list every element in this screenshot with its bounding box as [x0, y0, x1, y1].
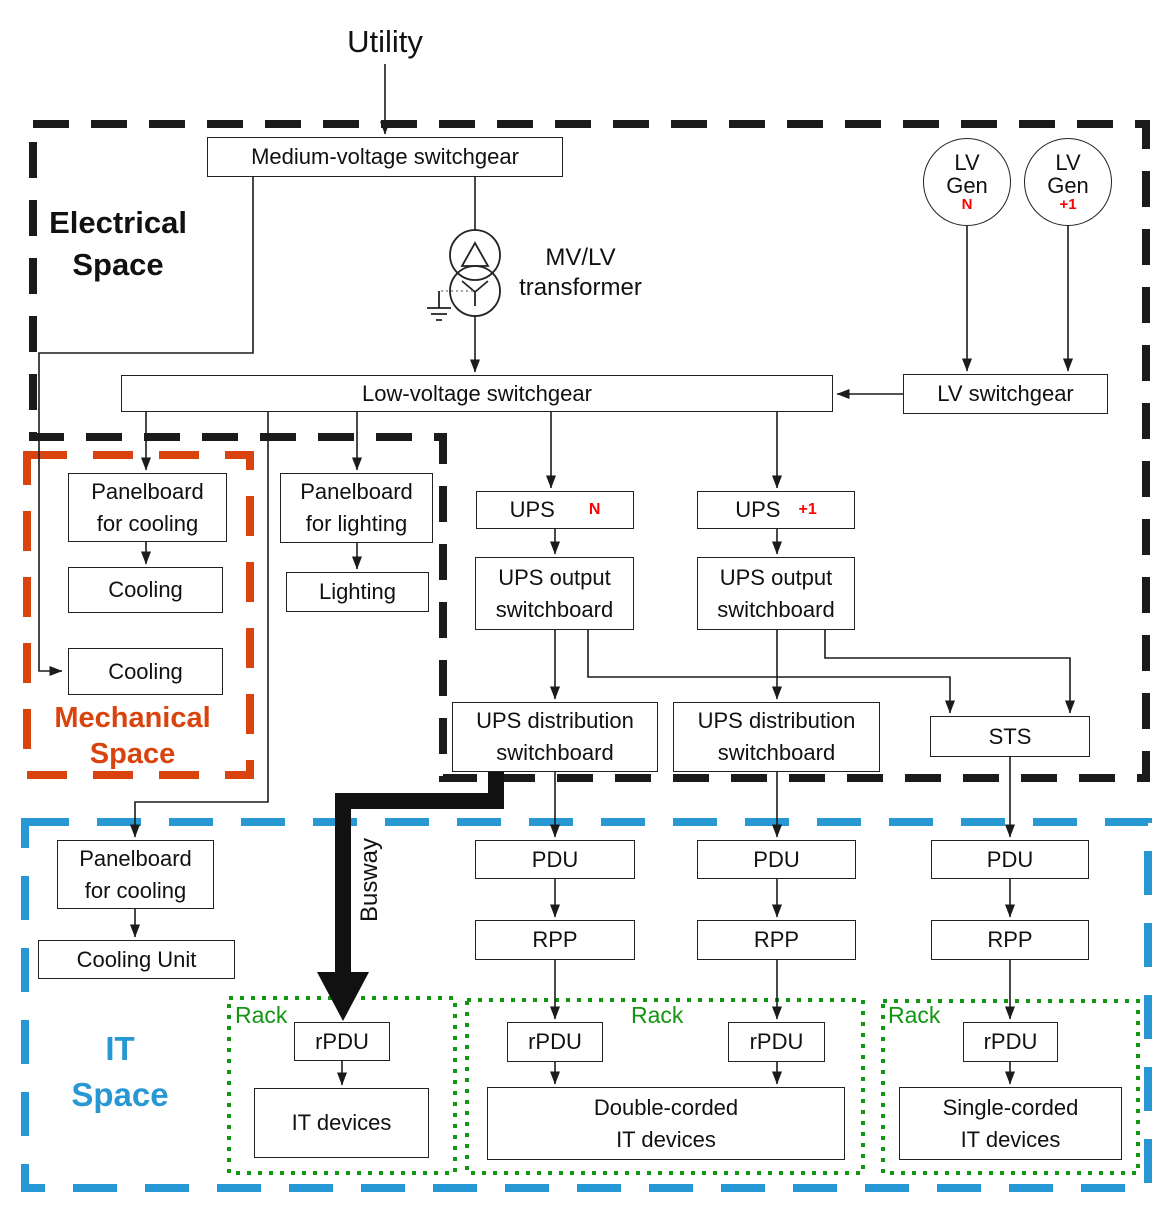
rack1-border: [227, 996, 457, 1175]
ups-distribution-switchboard-a-label: UPS distribution switchboard: [476, 708, 634, 765]
pdu2-node: PDU: [697, 840, 856, 879]
cooling-unit-label: Cooling Unit: [76, 946, 197, 972]
ups-n-label: UPS: [509, 497, 555, 523]
lv-switchgear-node: LV switchgear: [903, 374, 1108, 414]
rpp1-label: RPP: [532, 927, 578, 953]
ups-output-switchboard-a-node: UPS output switchboard: [475, 557, 634, 630]
sts-label: STS: [988, 723, 1032, 749]
rpdu1-node: rPDU: [294, 1022, 390, 1061]
mechanical-space-border: [23, 451, 254, 779]
single-corded-it-devices-label: Single-corded IT devices: [942, 1094, 1079, 1152]
busway-line: [335, 766, 504, 975]
panelboard-lighting-node: Panelboard for lighting: [280, 473, 433, 543]
electrical-space-label: Electrical Space: [49, 205, 187, 282]
delta-winding-icon: [460, 241, 490, 267]
single-corded-it-devices-node: Single-corded IT devices: [899, 1087, 1122, 1160]
rack1-label: Rack: [235, 1002, 288, 1028]
panelboard-lighting-label: Panelboard for lighting: [300, 479, 413, 536]
rpdu2b-node: rPDU: [728, 1022, 825, 1062]
rpdu3-node: rPDU: [963, 1022, 1058, 1062]
mech-panelboard-cooling-label: Panelboard for cooling: [91, 478, 204, 536]
lv-gen-plus1-node: LV Gen +1: [1024, 138, 1112, 226]
ups-distribution-switchboard-a-node: UPS distribution switchboard: [452, 702, 658, 772]
lv-gen-n-label: LV Gen: [946, 149, 988, 198]
it-panelboard-cooling-label: Panelboard for cooling: [79, 845, 192, 903]
rpp1-node: RPP: [475, 920, 635, 960]
line-mv-switchgear-to-cooling2: [38, 177, 254, 676]
rpdu2a-label: rPDU: [528, 1029, 582, 1055]
lighting-label: Lighting: [318, 579, 397, 605]
double-corded-it-devices-label: Double-corded IT devices: [593, 1094, 739, 1152]
cooling2-label: Cooling: [108, 658, 183, 684]
it-devices-node: IT devices: [254, 1088, 429, 1158]
ups-n-redundancy-label: N: [588, 501, 601, 519]
rpp3-label: RPP: [987, 927, 1033, 953]
ups-output-switchboard-b-label: UPS output switchboard: [717, 564, 835, 622]
transformer-label: MV/LV transformer: [519, 244, 642, 301]
low-voltage-switchgear-label: Low-voltage switchgear: [362, 380, 592, 406]
utility-label: Utility: [347, 24, 423, 59]
ups-distribution-switchboard-b-node: UPS distribution switchboard: [673, 702, 880, 772]
cooling1-label: Cooling: [108, 577, 183, 603]
ups-distribution-switchboard-b-label: UPS distribution switchboard: [697, 708, 856, 765]
busway-label: Busway: [356, 837, 383, 923]
mechanical-space-label: Mechanical Space: [54, 702, 211, 771]
it-devices-label: IT devices: [291, 1110, 392, 1136]
rpdu2a-node: rPDU: [507, 1022, 603, 1062]
cooling1-node: Cooling: [68, 567, 223, 613]
lv-gen-plus1-label: LV Gen: [1047, 149, 1089, 198]
pdu1-label: PDU: [531, 846, 579, 872]
ups-plus1-label: UPS: [735, 497, 781, 523]
rack2-border: [465, 998, 865, 1175]
pdu2-label: PDU: [753, 846, 800, 872]
electrical-space-border: [29, 120, 1150, 782]
rack3-border: [881, 999, 1140, 1175]
line-output-a-to-sts: [587, 630, 955, 714]
rpdu1-label: rPDU: [315, 1028, 369, 1054]
ups-output-switchboard-b-node: UPS output switchboard: [697, 557, 855, 630]
double-corded-it-devices-node: Double-corded IT devices: [487, 1087, 845, 1160]
pdu1-node: PDU: [475, 840, 635, 879]
it-space-border: [21, 818, 1152, 1192]
low-voltage-switchgear-node: Low-voltage switchgear: [121, 375, 833, 412]
pdu3-node: PDU: [931, 840, 1089, 879]
rpp3-node: RPP: [931, 920, 1089, 960]
cooling-unit-node: Cooling Unit: [38, 940, 235, 979]
ups-output-switchboard-a-label: UPS output switchboard: [495, 564, 614, 622]
rpp2-label: RPP: [753, 927, 800, 953]
line-output-b-to-sts: [824, 630, 1075, 714]
lighting-node: Lighting: [286, 572, 429, 612]
busway-arrowhead-icon: [317, 972, 369, 1021]
mv-switchgear-node: Medium-voltage switchgear: [207, 137, 563, 177]
rpdu2b-label: rPDU: [749, 1029, 804, 1055]
rpp2-node: RPP: [697, 920, 856, 960]
line-lvsg-to-it-panelboard: [130, 412, 269, 838]
pdu3-label: PDU: [986, 846, 1034, 872]
cooling2-node: Cooling: [68, 648, 223, 695]
ups-plus1-redundancy-label: +1: [798, 501, 817, 519]
mech-panelboard-cooling-node: Panelboard for cooling: [68, 473, 227, 542]
wye-winding-icon: [461, 280, 489, 306]
lv-gen-n-node: LV Gen N: [923, 138, 1011, 226]
sts-node: STS: [930, 716, 1090, 757]
mv-switchgear-label: Medium-voltage switchgear: [251, 144, 519, 170]
rack3-label: Rack: [888, 1002, 941, 1028]
rpdu3-label: rPDU: [983, 1029, 1038, 1055]
ups-n-node: UPS N: [476, 491, 634, 529]
rack2-label: Rack: [631, 1002, 684, 1028]
it-panelboard-cooling-node: Panelboard for cooling: [57, 840, 214, 909]
ground-icon: [427, 291, 451, 321]
lv-gen-n-redundancy-label: N: [961, 195, 973, 213]
it-space-label: IT Space: [71, 1030, 169, 1114]
lv-switchgear-label: LV switchgear: [937, 381, 1074, 407]
lv-gen-plus1-redundancy-label: +1: [1059, 195, 1077, 213]
ups-plus1-node: UPS +1: [697, 491, 855, 529]
